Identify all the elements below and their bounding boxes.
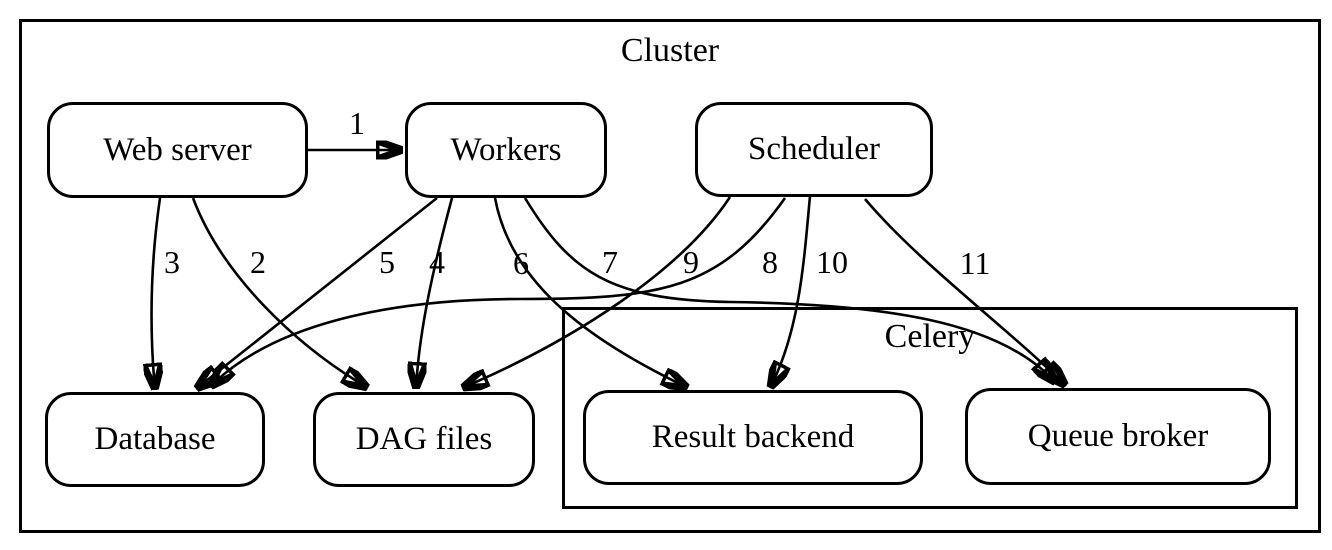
edge-4-workers-to-dag-files [416,197,454,389]
node-web-server-label: Web server [103,131,252,168]
cluster-box: Cluster [19,19,1321,533]
node-database-label: Database [94,421,216,457]
node-queue-broker-label: Queue broker [1027,418,1209,454]
celery-title: Celery [884,318,976,355]
node-result-backend: Result backend [583,390,923,485]
node-queue-broker: Queue broker [965,388,1271,485]
edge-2-web-server-to-dag-files [191,197,368,388]
edge-label-2: 2 [250,244,266,280]
node-database: Database [45,392,265,487]
edge-3-web-server-to-database [152,197,160,390]
edge-label-11: 11 [959,245,991,281]
edge-label-4: 4 [429,244,445,280]
cluster-title: Cluster [620,32,720,69]
edge-11-scheduler-to-queue-broker [864,198,1066,386]
edge-label-10: 10 [816,244,848,280]
node-scheduler-label: Scheduler [748,131,880,167]
node-dag-files-label: DAG files [355,421,493,457]
node-workers: Workers [405,102,607,198]
node-workers-label: Workers [450,131,562,168]
celery-box: Celery [562,307,1298,509]
edge-10-scheduler-to-result-backend [770,195,812,388]
node-scheduler: Scheduler [695,102,933,197]
edge-label-1: 1 [349,105,365,141]
node-dag-files: DAG files [313,392,535,487]
edge-6-workers-to-result-backend [493,197,688,388]
edge-label-8: 8 [762,244,778,280]
edge-5-workers-to-database [196,196,438,389]
edge-8-scheduler-to-database [210,197,787,387]
edge-label-9: 9 [683,244,699,280]
node-web-server: Web server [47,102,308,198]
edge-9-scheduler-to-dag-files [462,196,732,388]
edge-label-5: 5 [379,244,395,280]
edge-7-workers-to-queue-broker [523,197,1056,383]
edge-label-3: 3 [164,244,180,280]
edge-label-7: 7 [602,244,618,280]
node-result-backend-label: Result backend [651,419,855,455]
edge-label-6: 6 [513,245,529,281]
